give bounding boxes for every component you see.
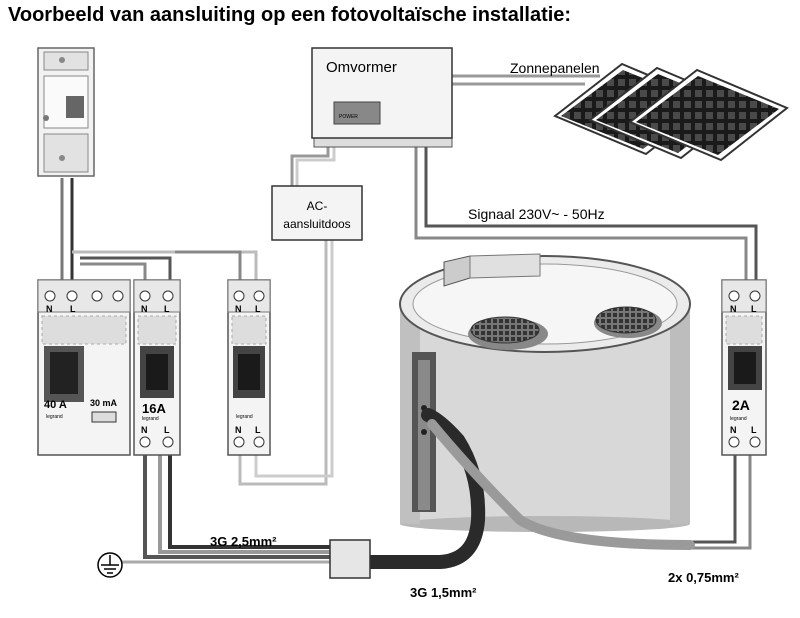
b2-bottom-terminal-n: N — [730, 425, 737, 435]
rcd-brand: legrand — [46, 414, 63, 420]
ac-connection-box: AC- aansluitdoos — [271, 185, 363, 241]
rcd-sensitivity: 30 mA — [90, 398, 118, 408]
water-heater — [399, 253, 691, 532]
rcd-terminal-n: N — [46, 304, 53, 314]
rcd-terminal-l: L — [70, 304, 76, 314]
breaker-2a: N L 2A legrand N L — [721, 279, 767, 456]
inverter-label: Omvormer — [326, 59, 397, 76]
heater-power-cable — [363, 408, 486, 569]
electricity-meter — [37, 47, 95, 177]
bac-bottom-terminal-n: N — [235, 425, 242, 435]
cable-label-main: 3G 2,5mm² — [210, 534, 277, 549]
bac-bottom-terminal-l: L — [255, 425, 261, 435]
diagram-title: Voorbeeld van aansluiting op een fotovol… — [8, 4, 572, 26]
heater-signal-cable — [427, 419, 695, 550]
b16-rating: 16A — [142, 401, 166, 416]
cable-label-signal: 2x 0,75mm² — [668, 570, 739, 585]
b2-rating: 2A — [732, 397, 750, 413]
solar-panels — [553, 62, 789, 162]
b16-terminal-l: L — [164, 304, 170, 314]
bac-brand: legrand — [236, 414, 253, 420]
b2-bottom-terminal-l: L — [751, 425, 757, 435]
junction-box — [329, 539, 371, 579]
ac-box-line1: AC- — [307, 199, 328, 213]
ac-box-line2: aansluitdoos — [283, 217, 350, 231]
bac-terminal-n: N — [235, 304, 242, 314]
b16-brand: legrand — [142, 416, 159, 422]
wires — [60, 74, 758, 564]
breaker-16a: N L 16A legrand N L — [133, 279, 181, 456]
inverter-display: POWER — [339, 114, 358, 120]
b16-bottom-terminal-n: N — [141, 425, 148, 435]
b2-brand: legrand — [730, 416, 747, 422]
rcd-breaker: N L 40 A 30 mA legrand — [37, 279, 131, 456]
b2-terminal-n: N — [730, 304, 737, 314]
rcd-rating: 40 A — [44, 399, 67, 411]
b2-terminal-l: L — [751, 304, 757, 314]
ground-icon — [97, 552, 123, 578]
b16-bottom-terminal-l: L — [164, 425, 170, 435]
signal-label: Signaal 230V~ - 50Hz — [468, 206, 605, 222]
bac-terminal-l: L — [255, 304, 261, 314]
breaker-ac: N L legrand N L — [227, 279, 271, 456]
solar-panels-label: Zonnepanelen — [510, 60, 600, 76]
inverter: Omvormer POWER — [311, 47, 453, 148]
b16-terminal-n: N — [141, 304, 148, 314]
cable-label-heater: 3G 1,5mm² — [410, 585, 477, 600]
